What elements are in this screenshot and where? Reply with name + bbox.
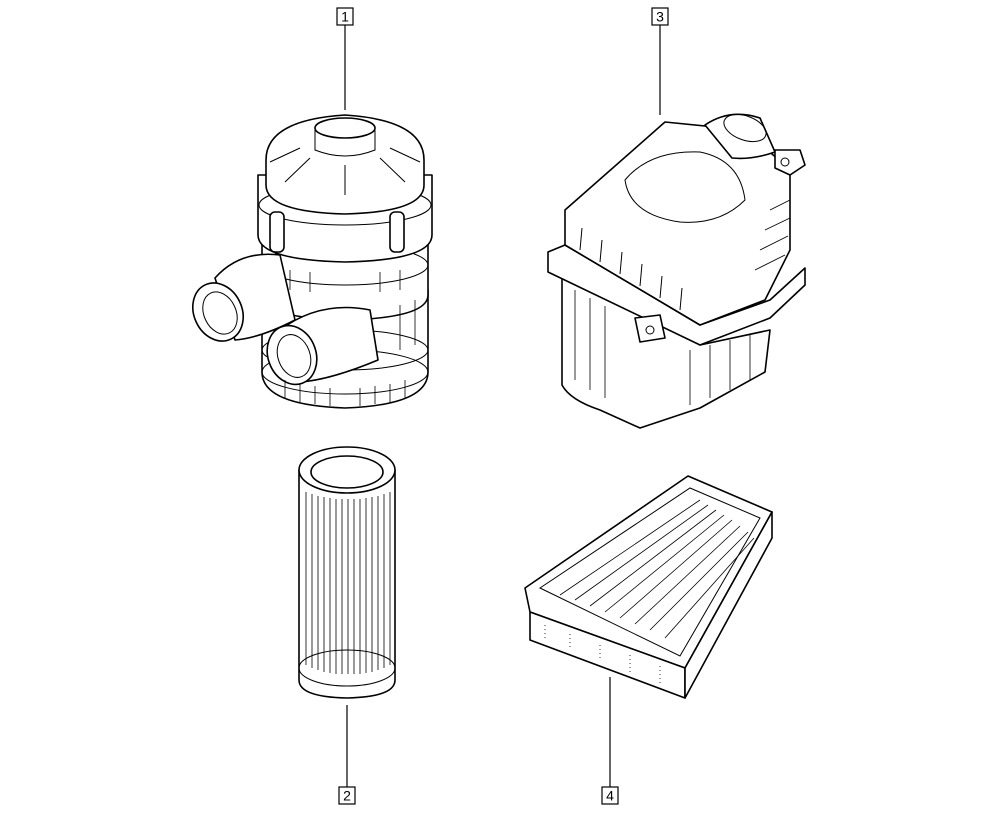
pleat-lines xyxy=(559,499,755,639)
part-2-filter-element xyxy=(298,446,396,699)
part-4-panel-filter xyxy=(524,475,773,699)
housing-ribs xyxy=(574,199,791,405)
callout-label-2: 2 xyxy=(343,788,351,804)
callout-label-4: 4 xyxy=(606,788,614,804)
callout-label-1: 1 xyxy=(341,9,349,25)
frame-stipple xyxy=(544,625,661,684)
callout-2: 2 xyxy=(338,786,356,805)
callout-4: 4 xyxy=(601,786,619,805)
pleat-lines xyxy=(305,492,391,674)
callout-3: 3 xyxy=(651,7,669,26)
body-hatching xyxy=(284,270,416,406)
part-3-box-air-filter-housing xyxy=(547,113,806,429)
part-1-air-filter-housing xyxy=(192,114,433,409)
callout-label-3: 3 xyxy=(656,9,664,25)
callout-1: 1 xyxy=(336,7,354,26)
cap-ribs xyxy=(269,147,421,195)
